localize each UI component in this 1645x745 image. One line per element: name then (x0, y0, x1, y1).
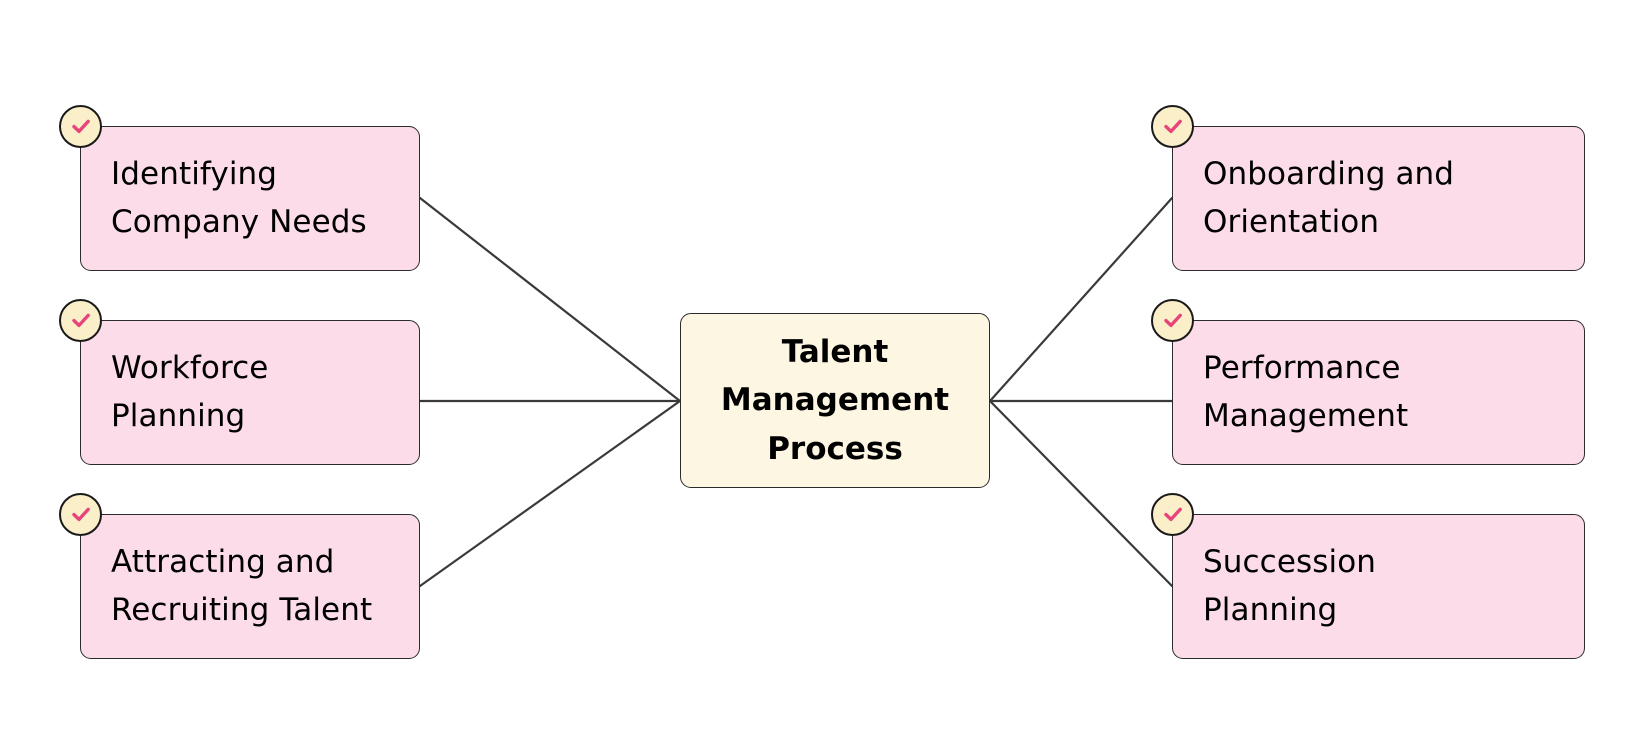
node-label: Performance Management (1203, 349, 1409, 434)
node-label: Succession Planning (1203, 543, 1377, 628)
check-icon-succession (1151, 493, 1194, 536)
edge-center-to-onboarding (988, 196, 1174, 403)
check-icon-identifying (59, 105, 102, 148)
check-icon-workforce (59, 299, 102, 342)
node-workforce-planning[interactable]: Workforce Planning (80, 320, 420, 465)
node-onboarding-orientation[interactable]: Onboarding and Orientation (1172, 126, 1585, 271)
node-talent-management-process[interactable]: Talent Management Process (680, 313, 990, 488)
node-label: Onboarding and Orientation (1203, 155, 1455, 240)
check-icon-performance (1151, 299, 1194, 342)
edge-identifying-to-center (418, 196, 682, 403)
node-attracting-recruiting-talent[interactable]: Attracting and Recruiting Talent (80, 514, 420, 659)
edge-attracting-to-center (418, 399, 682, 588)
node-label: Attracting and Recruiting Talent (111, 543, 373, 628)
node-performance-management[interactable]: Performance Management (1172, 320, 1585, 465)
node-succession-planning[interactable]: Succession Planning (1172, 514, 1585, 659)
center-node-label: Talent Management Process (720, 334, 950, 467)
node-label: Identifying Company Needs (111, 155, 367, 240)
check-icon-onboarding (1151, 105, 1194, 148)
node-identifying-company-needs[interactable]: Identifying Company Needs (80, 126, 420, 271)
node-label: Workforce Planning (111, 349, 269, 434)
check-icon-attracting (59, 493, 102, 536)
edge-center-to-succession (988, 399, 1174, 588)
